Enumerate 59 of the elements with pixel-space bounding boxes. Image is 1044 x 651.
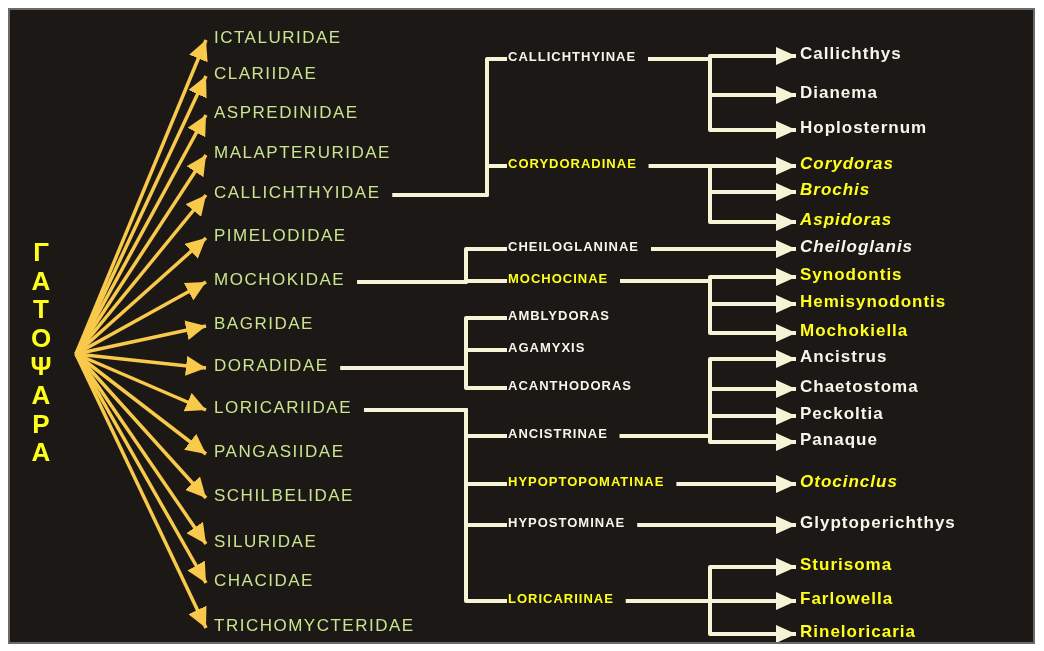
taxon-label: Otocinclus — [800, 469, 898, 495]
taxon-label: Callichthys — [800, 41, 902, 67]
taxon-label: BAGRIDAE — [214, 311, 314, 337]
taxon-label: CHACIDAE — [214, 568, 314, 594]
taxon-label: Hoplosternum — [800, 115, 928, 141]
taxon-label: CALLICHTHYINAE — [508, 47, 637, 67]
taxon-label: Cheiloglanis — [800, 234, 914, 260]
taxon-label: ΓΑΤΟΨΑΡΑ — [28, 237, 54, 467]
taxon-label: MOCHOKIDAE — [214, 267, 346, 293]
taxon-label: ACANTHODORAS — [508, 376, 632, 396]
taxon-label: HYPOPTOPOMATINAE — [508, 472, 665, 492]
taxon-label: ASPREDINIDAE — [214, 100, 359, 126]
taxon-label: Ancistrus — [800, 344, 888, 370]
connector-line — [364, 408, 507, 603]
taxon-label: LORICARIINAE — [508, 589, 614, 609]
arrow — [620, 279, 796, 342]
taxon-label: ICTALURIDAE — [214, 25, 342, 51]
taxon-label: Panaque — [800, 427, 878, 453]
taxon-label: CORYDORADINAE — [508, 154, 637, 174]
taxon-label: DORADIDAE — [214, 353, 329, 379]
arrow — [651, 240, 796, 258]
taxon-label: PANGASIIDAE — [214, 439, 345, 465]
taxon-label: MALAPTERURIDAE — [214, 140, 391, 166]
taxon-label: PIMELODIDAE — [214, 223, 347, 249]
taxon-label: Brochis — [800, 177, 871, 203]
taxon-label: AGAMYXIS — [508, 338, 586, 358]
connector-line — [357, 279, 507, 284]
taxon-label: Corydoras — [800, 151, 895, 177]
taxon-label: HYPOSTOMINAE — [508, 513, 626, 533]
taxon-label: Glyptoperichthys — [800, 510, 956, 536]
taxon-label: Rineloricaria — [800, 619, 916, 645]
arrow — [74, 353, 208, 629]
taxon-label: CALLICHTHYIDAE — [214, 180, 381, 206]
taxon-label: Mochokiella — [800, 318, 909, 344]
taxon-label: Hemisynodontis — [800, 289, 947, 315]
arrow — [625, 599, 796, 642]
arrow — [619, 433, 796, 451]
taxon-label: Aspidoras — [800, 207, 893, 233]
taxon-label: ANCISTRINAE — [508, 424, 608, 444]
taxon-label: CHEILOGLANINAE — [508, 237, 639, 257]
taxon-label: AMBLYDORAS — [508, 306, 610, 326]
arrow — [74, 193, 208, 356]
taxon-label: SCHILBELIDAE — [214, 483, 354, 509]
taxon-label: Dianema — [800, 80, 878, 106]
taxon-label: Chaetostoma — [800, 374, 919, 400]
taxon-label: CLARIIDAE — [214, 61, 318, 87]
arrow — [648, 164, 796, 231]
taxon-label: Peckoltia — [800, 401, 884, 427]
connector-line — [340, 366, 507, 390]
taxon-label: TRICHOMYCTERIDAE — [214, 613, 415, 639]
taxon-label: LORICARIIDAE — [214, 395, 352, 421]
taxon-label: Synodontis — [800, 262, 903, 288]
taxon-label: Farlowella — [800, 586, 894, 612]
taxon-label: Sturisoma — [800, 552, 893, 578]
taxon-label: MOCHOCINAE — [508, 269, 609, 289]
arrow — [637, 516, 796, 534]
taxon-label: SILURIDAE — [214, 529, 318, 555]
connector-line — [392, 164, 507, 197]
arrow — [676, 475, 796, 493]
